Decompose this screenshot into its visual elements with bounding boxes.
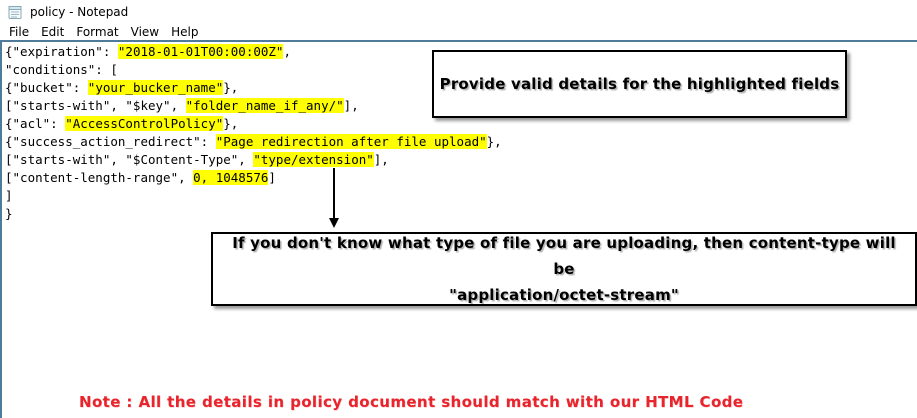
code-text: }, [486, 134, 502, 149]
code-text: , [283, 44, 291, 59]
menu-file[interactable]: File [9, 25, 30, 39]
code-text: ], [343, 98, 359, 113]
menu-edit[interactable]: Edit [41, 25, 65, 39]
annotation-box-highlighted-fields: Provide valid details for the highlighte… [432, 50, 847, 118]
code-text: } [5, 206, 13, 221]
code-line: ["content-length-range", 0, 1048576] [5, 169, 917, 187]
code-text: "conditions": [ [5, 62, 118, 77]
highlighted-field: 0, 1048576 [193, 170, 269, 185]
highlighted-field: "your_bucker_name" [87, 80, 224, 95]
annotation-box-content-type: If you don't know what type of file you … [211, 232, 917, 306]
code-line: {"acl": "AccessControlPolicy"}, [5, 115, 917, 133]
code-line: ["starts-with", "$key", "folder_name_if_… [5, 97, 917, 115]
annotation-text-line1: If you don't know what type of file you … [232, 234, 896, 278]
menu-view[interactable]: View [130, 25, 160, 39]
code-text: {"expiration": [5, 44, 118, 59]
code-text: ["starts-with", "$Content-Type", [5, 152, 254, 167]
editor-area[interactable]: {"expiration": "2018-01-01T00:00:00Z","c… [0, 40, 917, 418]
code-line: "conditions": [ [5, 61, 917, 79]
arrow-annotation-head [329, 218, 339, 228]
code-text: ], [373, 152, 389, 167]
code-line: {"bucket": "your_bucker_name"}, [5, 79, 917, 97]
menu-help[interactable]: Help [171, 25, 199, 39]
code-text: {"success_action_redirect": [5, 134, 216, 149]
editor-code[interactable]: {"expiration": "2018-01-01T00:00:00Z","c… [2, 42, 917, 223]
highlighted-field: "folder_name_if_any/" [185, 98, 344, 113]
code-text: ] [5, 188, 13, 203]
annotation-text: Provide valid details for the highlighte… [439, 75, 840, 93]
code-text: ] [268, 170, 276, 185]
notepad-icon [7, 4, 23, 20]
window-title: policy - Notepad [30, 5, 129, 19]
highlighted-field: "AccessControlPolicy" [65, 116, 224, 131]
highlighted-field: "2018-01-01T00:00:00Z" [117, 44, 284, 59]
code-text: }, [223, 116, 239, 131]
annotation-text-line2: "application/octet-stream" [449, 286, 679, 304]
code-line: ["starts-with", "$Content-Type", "type/e… [5, 151, 917, 169]
code-line: } [5, 205, 917, 223]
code-line: {"success_action_redirect": "Page redire… [5, 133, 917, 151]
title-bar: policy - Notepad [0, 0, 917, 24]
code-text: {"acl": [5, 116, 66, 131]
code-text: }, [223, 80, 239, 95]
code-text: {"bucket": [5, 80, 88, 95]
menu-format[interactable]: Format [76, 25, 119, 39]
highlighted-field: "Page redirection after file upload" [215, 134, 487, 149]
code-line: {"expiration": "2018-01-01T00:00:00Z", [5, 43, 917, 61]
code-text: ["content-length-range", [5, 170, 194, 185]
code-text: ["starts-with", "$key", [5, 98, 186, 113]
highlighted-field: "type/extension" [253, 152, 374, 167]
menu-bar: File Edit Format View Help [0, 24, 917, 40]
note-text: Note : All the details in policy documen… [79, 393, 744, 411]
code-line: ] [5, 187, 917, 205]
arrow-annotation-line [333, 168, 335, 218]
